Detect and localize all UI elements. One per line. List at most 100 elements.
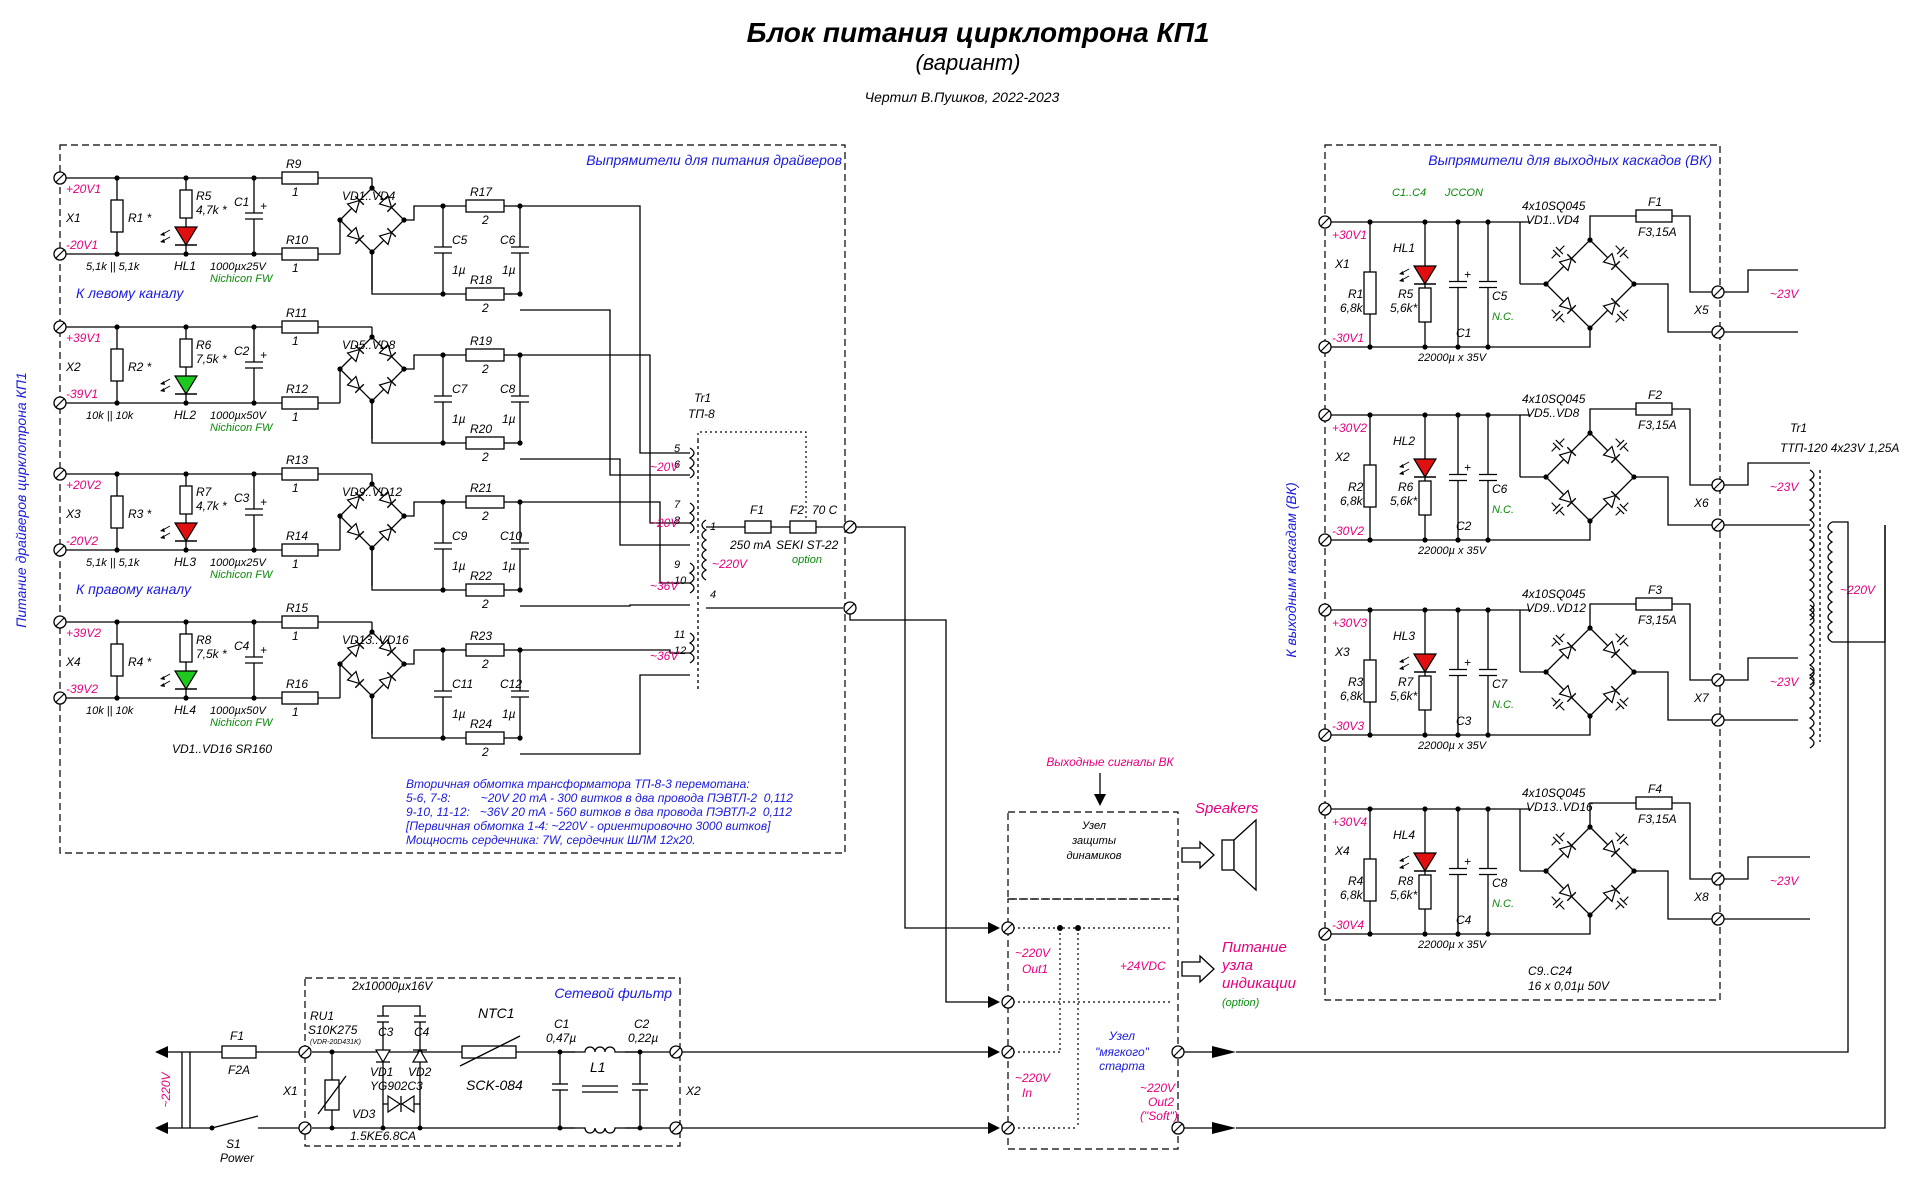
out-x-term-a-4 xyxy=(1711,872,1725,886)
out-hl: HL1 xyxy=(1393,241,1415,255)
driver-rr-bot-val: 1 xyxy=(292,557,299,571)
driver-ca-val: 1µ xyxy=(452,559,466,573)
driver-ca: C9 xyxy=(452,529,468,543)
mf-ru-alt: (VDR-20D431K) xyxy=(310,1039,361,1046)
driver-rr-bot: R10 xyxy=(286,233,308,247)
tr-pin-5: 5 xyxy=(674,443,681,455)
out-fuse-val: F3,15A xyxy=(1638,418,1677,432)
driver-rr-top-val: 1 xyxy=(292,481,299,495)
out-c: C4 xyxy=(1456,913,1472,927)
driver-rled-val: 4,7k * xyxy=(196,203,227,217)
driver-rf-bot-val: 2 xyxy=(481,301,489,315)
out1-terminal-b xyxy=(1001,995,1015,1009)
driver-terminal-plus-2 xyxy=(53,320,67,334)
indication-l3: индикации xyxy=(1222,975,1297,992)
out-rl-val: 5,6k* xyxy=(1390,888,1418,902)
out-rl: R6 xyxy=(1398,480,1414,494)
mf-vd-type: YG902C3 xyxy=(370,1079,423,1093)
out-x-term-b-2 xyxy=(1711,518,1725,532)
driver-rr-top-val: 1 xyxy=(292,629,299,643)
driver-rr-bot: R16 xyxy=(286,677,308,691)
tr-pin-7: 7 xyxy=(674,499,681,511)
out2-c: ("Soft") xyxy=(1140,1109,1178,1123)
driver-cb-val: 1µ xyxy=(502,263,516,277)
out-plus-label: +30V1 xyxy=(1332,228,1367,242)
mf-c3: C3 xyxy=(378,1025,394,1039)
out-xo: X8 xyxy=(1693,890,1709,904)
right-channel-label: К правому каналу xyxy=(76,581,192,597)
cap-plus: + xyxy=(260,643,267,657)
tr-type: ТП-8 xyxy=(688,407,715,421)
driver-cb: C8 xyxy=(500,382,516,396)
driver-bridge: VD5..VD8 xyxy=(342,338,396,352)
driver-nichicon: Nichicon FW xyxy=(210,273,274,285)
mf-vd3: VD3 xyxy=(352,1107,376,1121)
driver-notes: Вторичная обмотка трансформатора ТП-8-3 … xyxy=(405,777,793,847)
driver-cap: C1 xyxy=(234,195,249,209)
signals-title: Выходные сигналы ВК xyxy=(1046,755,1174,769)
led-HL2 xyxy=(160,375,199,396)
out-plus-label: +30V2 xyxy=(1332,421,1367,435)
driver-cap: C4 xyxy=(234,639,250,653)
driver-note-4: [Первичная обмотка 1-4: ~220V - ориентир… xyxy=(405,819,771,833)
in-terminal-a xyxy=(1001,1045,1015,1059)
protection-node xyxy=(1007,811,1179,900)
driver-rled: R6 xyxy=(196,338,212,352)
out-led-HL3 xyxy=(1399,653,1438,674)
out-tap: ~23V xyxy=(1770,287,1799,301)
driver-rr-top: R13 xyxy=(286,453,308,467)
driver-plus-label: +39V2 xyxy=(66,626,101,640)
driver-block-frame xyxy=(59,144,846,854)
tap-36v-b: ~36V xyxy=(650,649,679,663)
out-terminal-minus-2 xyxy=(1318,533,1332,547)
tap-36v-a: ~36V xyxy=(650,579,679,593)
driver-hl: HL1 xyxy=(174,259,196,273)
out-xo: X7 xyxy=(1693,691,1710,705)
out-tr-type: ТТП-120 4x23V 1,25A xyxy=(1780,441,1899,455)
driver-terminal-plus-1 xyxy=(53,171,67,185)
mf-x1: X1 xyxy=(282,1084,298,1098)
out-bridge: VD5..VD8 xyxy=(1526,406,1580,420)
out-x-term-a-1 xyxy=(1711,285,1725,299)
out-r-val: 6,8k xyxy=(1340,301,1364,315)
led-HL4 xyxy=(160,670,199,691)
in-a: ~220V xyxy=(1015,1071,1051,1085)
driver-x-label: X3 xyxy=(65,507,81,521)
driver-note-5: Мощность сердечника: 7W, сердечник ШЛМ 1… xyxy=(406,833,696,847)
driver-rload-val: 10k || 10k xyxy=(86,705,134,717)
tr-pin-12: 12 xyxy=(674,645,686,657)
driver-cap-val: 1000µx50V xyxy=(210,410,268,422)
soft-l3: старта xyxy=(1099,1059,1145,1073)
out-x-term-a-2 xyxy=(1711,478,1725,492)
driver-bridge: VD9..VD12 xyxy=(342,485,402,499)
out1-terminal-a xyxy=(1001,921,1015,935)
out-terminal-minus-1 xyxy=(1318,340,1332,354)
driver-hl: HL3 xyxy=(174,555,196,569)
out-r: R4 xyxy=(1348,874,1364,888)
driver-nichicon: Nichicon FW xyxy=(210,569,274,581)
driver-diodes-note: VD1..VD16 SR160 xyxy=(172,742,272,756)
driver-terminal-minus-1 xyxy=(53,247,67,261)
mf-s1-label: Power xyxy=(220,1151,255,1165)
driver-rr-bot-val: 1 xyxy=(292,261,299,275)
out-led-HL2 xyxy=(1399,458,1438,479)
out-cn: C5 xyxy=(1492,289,1508,303)
driver-cb-val: 1µ xyxy=(502,559,516,573)
out-rl-val: 5,6k* xyxy=(1390,689,1418,703)
tap-220v: ~220V xyxy=(712,557,748,571)
driver-rr-bot-val: 1 xyxy=(292,705,299,719)
driver-cap: C3 xyxy=(234,491,250,505)
fuse-f2-option: option xyxy=(792,554,822,566)
driver-nichicon: Nichicon FW xyxy=(210,717,274,729)
out-plus-label: +30V3 xyxy=(1332,616,1367,630)
driver-rload: R1 * xyxy=(128,211,152,225)
out-fuse: F4 xyxy=(1648,782,1662,796)
out-fuse-F1 xyxy=(1635,209,1673,223)
driver-plus-label: +20V2 xyxy=(66,478,101,492)
driver-note-1: Вторичная обмотка трансформатора ТП-8-3 … xyxy=(406,777,750,791)
out-xo: X5 xyxy=(1693,303,1709,317)
driver-terminal-a xyxy=(843,520,857,534)
out-minus-label: -30V3 xyxy=(1332,719,1364,733)
